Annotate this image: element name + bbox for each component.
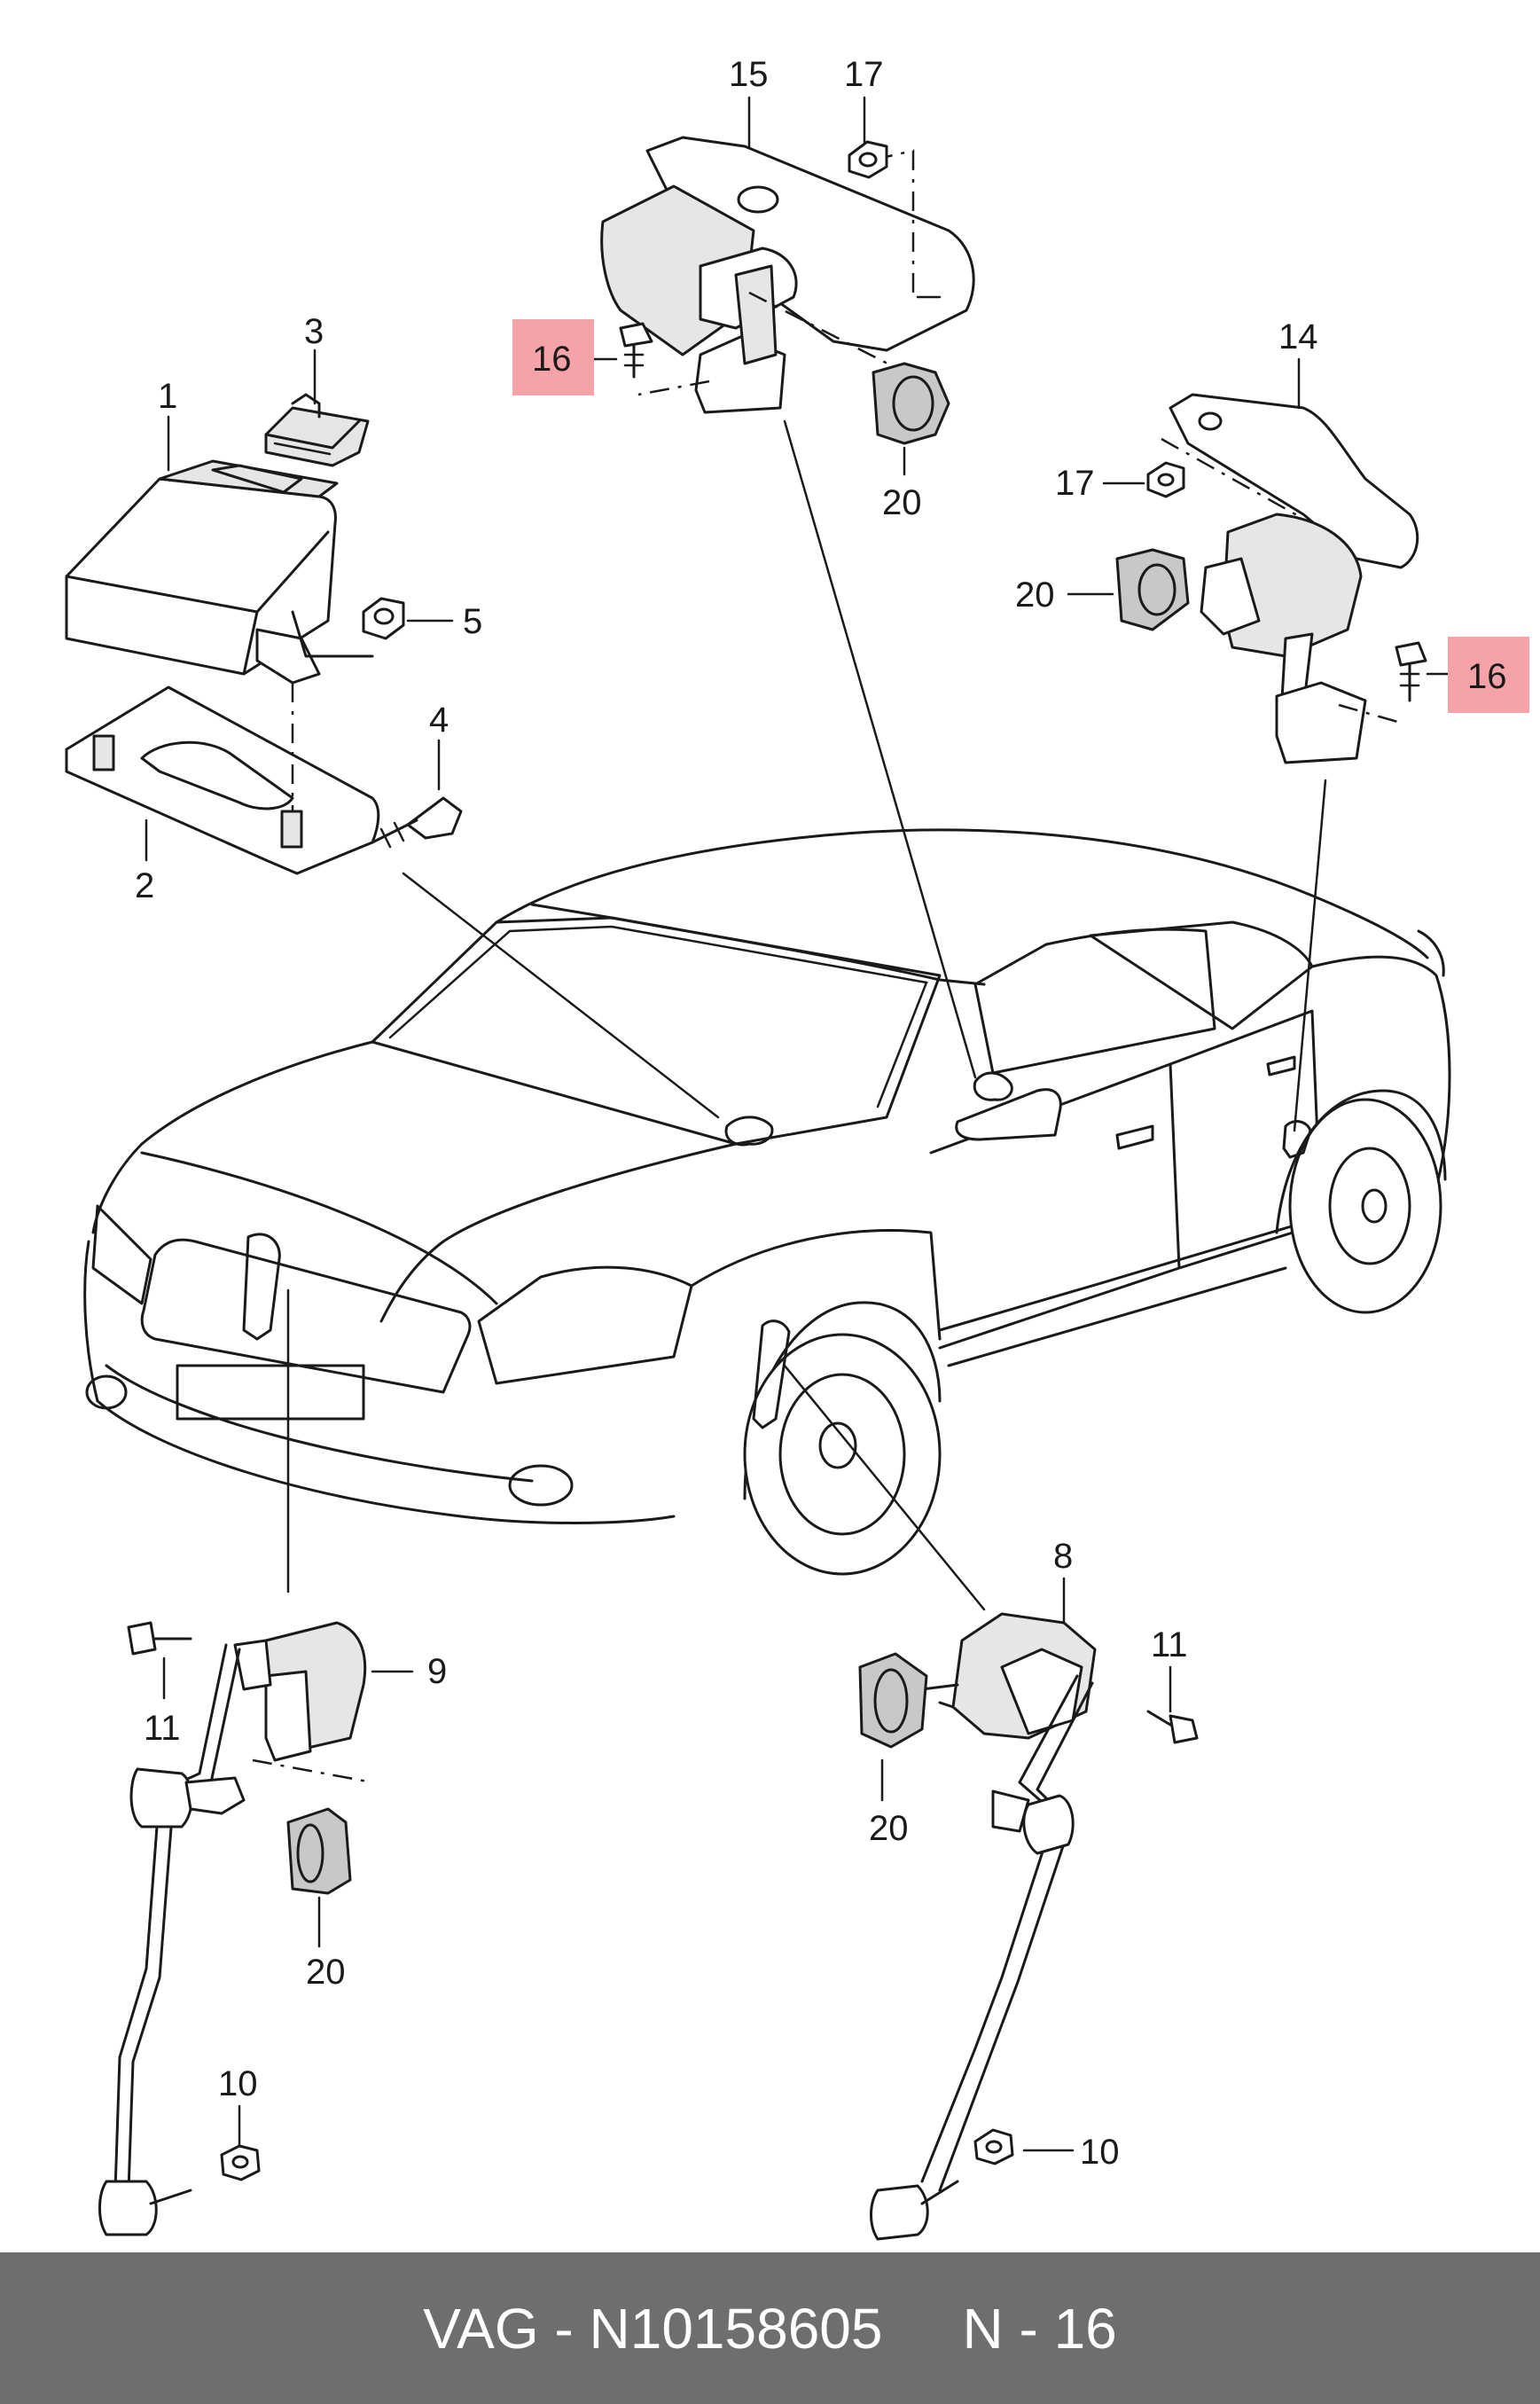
label-17-top: 17 (844, 55, 884, 94)
bolt-icon (127, 1621, 192, 1656)
label-17-right: 17 (1055, 464, 1095, 503)
label-1: 1 (158, 377, 177, 416)
nut-icon (973, 2128, 1014, 2165)
label-20-top: 20 (882, 483, 922, 522)
level-sensor-icon (920, 1612, 1097, 1740)
part-number-footer: VAG - N10158605 N - 16 (0, 2252, 1540, 2404)
label-10-right: 10 (1080, 2133, 1120, 2172)
part-number-text: VAG - N10158605 (423, 2296, 883, 2361)
nut-icon (362, 597, 405, 640)
callout-leaders (145, 96, 1456, 2152)
bracket-icon (65, 683, 380, 875)
label-20-right: 20 (1015, 576, 1055, 615)
parts-diagram: 1 2 3 4 5 15 17 16 20 14 17 20 16 9 11 1… (65, 55, 1529, 2241)
connector-icon (872, 362, 950, 445)
bolt-icon (1146, 1710, 1199, 1744)
level-sensor-icon (600, 136, 975, 414)
level-sensor-icon (1161, 393, 1419, 764)
control-unit-icon (65, 459, 374, 685)
car-body-illustration (83, 828, 1451, 1576)
label-8: 8 (1053, 1537, 1073, 1576)
nut-icon (1146, 461, 1185, 498)
position-reference-text: N - 16 (962, 2296, 1117, 2361)
bolt-icon (1395, 641, 1427, 702)
connector-icon (264, 393, 370, 467)
label-9: 9 (427, 1652, 447, 1691)
leader-lines (286, 419, 1327, 1611)
label-20-bottom-left: 20 (306, 1953, 346, 1992)
label-20-bottom-right: 20 (869, 1809, 909, 1848)
connector-icon (286, 1807, 352, 1895)
label-3: 3 (304, 312, 324, 351)
label-16-highlighted-right: 16 (1467, 657, 1507, 696)
label-4: 4 (429, 701, 449, 740)
part-labels: 1 2 3 4 5 15 17 16 20 14 17 20 16 9 11 1… (135, 55, 1507, 2172)
bolt-icon (619, 322, 653, 379)
coupling-rod-icon (870, 1674, 1094, 2241)
connector-icon (858, 1652, 928, 1749)
label-11-left: 11 (144, 1709, 181, 1748)
highlight-box-right (1448, 637, 1529, 713)
bolt-icon (371, 796, 463, 849)
highlight-box-left (512, 319, 594, 395)
label-14: 14 (1278, 317, 1318, 356)
label-16-highlighted-left: 16 (532, 340, 572, 379)
label-2: 2 (135, 866, 154, 905)
nut-icon (220, 2144, 261, 2181)
nut-icon (848, 140, 888, 179)
label-15: 15 (729, 55, 769, 94)
level-sensor-icon (233, 1621, 373, 1784)
coupling-rod-icon (98, 1643, 246, 2236)
label-11-right: 11 (1151, 1625, 1188, 1664)
label-5: 5 (463, 602, 482, 641)
label-10-left: 10 (218, 2064, 258, 2103)
connector-icon (1115, 548, 1190, 631)
